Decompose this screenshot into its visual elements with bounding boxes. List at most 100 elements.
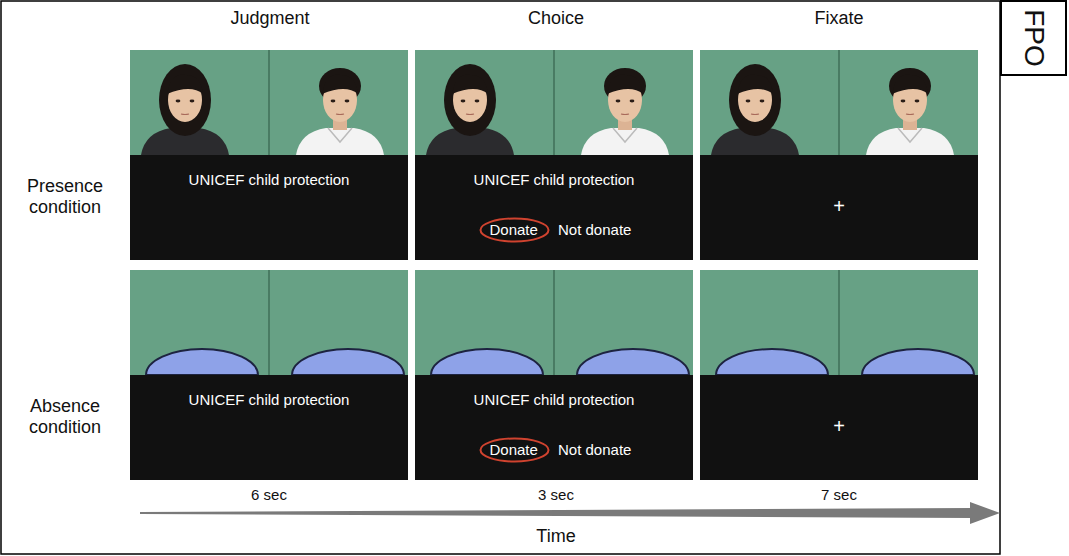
green-wall (415, 270, 693, 375)
stimulus-illustration (415, 50, 693, 260)
person-figure (141, 64, 229, 155)
choice-option: Donate (479, 217, 549, 243)
person-fringe (737, 75, 773, 94)
person-hair (159, 64, 211, 136)
charity-name: UNICEF child protection (474, 391, 635, 409)
empty-chair (431, 349, 543, 375)
stimulus-panel: + (700, 50, 978, 260)
person-fringe (452, 75, 488, 94)
green-wall (130, 50, 408, 155)
wall-divider (553, 50, 555, 155)
person-eye (760, 100, 765, 103)
person-body (581, 128, 669, 155)
person-mouth (336, 113, 344, 115)
wall-divider (838, 50, 840, 155)
person-fringe (892, 75, 928, 94)
person-hair (444, 64, 496, 136)
green-wall (415, 50, 693, 155)
choice-option: Donate (479, 437, 549, 463)
person-hair (729, 64, 781, 136)
shirt-collar (328, 128, 352, 142)
black-screen (700, 375, 978, 480)
phase-header: Judgment (230, 8, 309, 29)
person-figure (581, 68, 669, 155)
selected-choice-ellipse: Donate (479, 217, 550, 243)
black-screen (130, 155, 408, 260)
wall-divider (838, 270, 840, 375)
black-screen (415, 155, 693, 260)
person-eye (190, 100, 195, 103)
stimulus-illustration (415, 270, 693, 480)
person-eye (746, 100, 751, 103)
person-mouth (181, 113, 189, 115)
stimulus-panel: UNICEF child protection (130, 50, 408, 260)
person-figure (296, 68, 384, 155)
phase-header: Choice (528, 8, 584, 29)
person-mouth (621, 113, 629, 115)
person-eye (176, 100, 181, 103)
person-eye (331, 100, 336, 103)
choice-option: Not donate (558, 221, 631, 239)
empty-chair (292, 349, 404, 375)
person-fringe (322, 75, 358, 94)
stimulus-illustration (130, 270, 408, 480)
duration-label: 7 sec (821, 484, 857, 505)
wall-divider (553, 270, 555, 375)
phase-header: Fixate (814, 8, 863, 29)
black-screen (415, 375, 693, 480)
empty-chair (577, 349, 689, 375)
wall-divider (268, 50, 270, 155)
wall-divider (268, 270, 270, 375)
empty-chair (716, 349, 828, 375)
time-arrow (140, 502, 1000, 524)
black-screen (700, 155, 978, 260)
person-body (866, 128, 954, 155)
green-wall (700, 270, 978, 375)
person-figure (866, 68, 954, 155)
stimulus-panel: UNICEF child protection (130, 270, 408, 480)
shirt-collar (613, 128, 637, 142)
black-screen (130, 375, 408, 480)
stimulus-illustration (700, 270, 978, 480)
fixation-cross: + (833, 197, 845, 215)
charity-name: UNICEF child protection (189, 391, 350, 409)
person-eye (915, 100, 920, 103)
stimulus-illustration (130, 50, 408, 260)
duration-label: 3 sec (538, 484, 574, 505)
empty-chair (146, 349, 258, 375)
person-eye (475, 100, 480, 103)
stimulus-panel: UNICEF child protectionNot donate Donate (415, 270, 693, 480)
person-fringe (167, 75, 203, 94)
selected-choice-ellipse: Donate (479, 437, 550, 463)
axis-label: Time (536, 526, 575, 547)
person-eye (616, 100, 621, 103)
person-eye (345, 100, 350, 103)
stimulus-illustration (700, 50, 978, 260)
person-eye (901, 100, 906, 103)
person-mouth (906, 113, 914, 115)
shirt-collar (898, 128, 922, 142)
person-mouth (466, 113, 474, 115)
figure-frame (1, 1, 1000, 554)
charity-name: UNICEF child protection (189, 171, 350, 189)
green-wall (130, 270, 408, 375)
person-eye (630, 100, 635, 103)
condition-label: Presence condition (6, 176, 124, 218)
fixation-cross: + (833, 417, 845, 435)
choice-option: Not donate (558, 441, 631, 459)
person-fringe (607, 75, 643, 94)
fpo-mark: FPO (1020, 9, 1048, 67)
condition-label: Absence condition (6, 396, 124, 438)
duration-label: 6 sec (251, 484, 287, 505)
person-figure (426, 64, 514, 155)
person-figure (711, 64, 799, 155)
person-mouth (751, 113, 759, 115)
green-wall (700, 50, 978, 155)
charity-name: UNICEF child protection (474, 171, 635, 189)
empty-chair (862, 349, 974, 375)
stimulus-panel: + (700, 270, 978, 480)
stimulus-panel: UNICEF child protectionNot donate Donate (415, 50, 693, 260)
fpo-box: FPO (1000, 0, 1067, 76)
person-body (296, 128, 384, 155)
